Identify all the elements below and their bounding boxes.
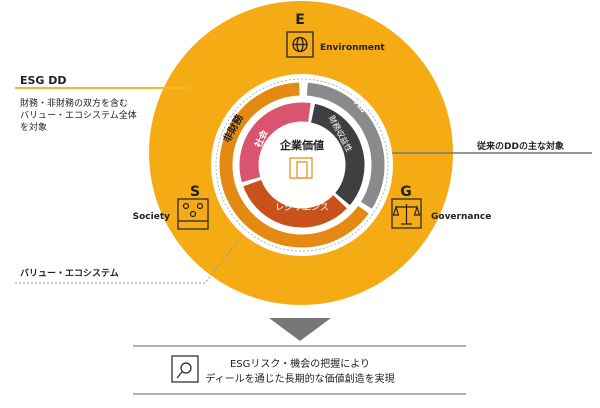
non-financial-ring [219, 82, 369, 248]
society-pillar-label: Society [133, 212, 170, 222]
resilience-arc [243, 179, 347, 228]
e-letter: E [295, 12, 305, 28]
down-arrow [269, 318, 331, 341]
financial-return-arc [310, 103, 365, 206]
globe-icon [286, 31, 314, 58]
esg-dd-title: ESG DD [20, 74, 67, 87]
esg-dd-desc-3: を対象 [20, 121, 47, 133]
value-ecosystem-label: バリュー・エコシステム [20, 268, 119, 279]
value-ecosystem-line [15, 231, 246, 284]
society-arc [239, 102, 311, 183]
result-line-1: ESGリスク・機会の把握により [230, 357, 370, 370]
value-disk [211, 74, 393, 256]
g-letter: G [400, 184, 412, 200]
building-icon [289, 157, 313, 179]
resilience-label: レジリエンス [275, 203, 329, 213]
financial-ring [306, 82, 385, 209]
traditional-dd-label: 従来のDDの主な対象 [476, 140, 564, 152]
s-letter: S [190, 184, 200, 200]
result-line-2: ディールを通じた長期的な価値創造を実現 [205, 372, 394, 385]
governance-label: Governance [431, 212, 491, 222]
environment-label: Environment [320, 43, 385, 53]
dotted-ring [215, 78, 389, 252]
center-label: 企業価値 [279, 138, 324, 152]
esg-dd-desc-2: バリュー・エコシステム全体 [20, 109, 137, 121]
people-icon [177, 198, 209, 230]
scales-icon [391, 198, 422, 229]
esg-dd-desc-1: 財務・非財務の双方を含む [20, 97, 128, 109]
magnifier-icon [171, 355, 199, 383]
